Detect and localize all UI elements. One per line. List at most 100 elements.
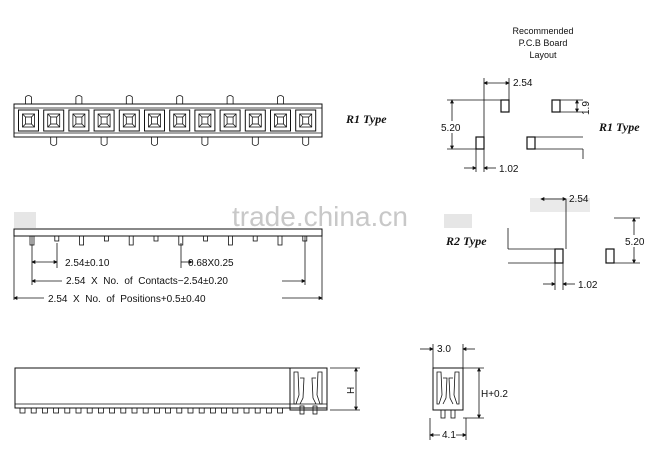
bottom-pin — [201, 137, 209, 146]
bottom-pin — [151, 137, 158, 146]
contact-cell-chamfer — [198, 113, 212, 128]
contact-cell — [144, 109, 165, 132]
watermark: trade.china.cn — [232, 201, 408, 232]
front-view: 2.54±0.10 0.68X0.25 2.54 X No. of Contac… — [13, 212, 323, 305]
front-pin — [227, 235, 233, 246]
contact-cell-chamfer — [274, 113, 287, 128]
top-view-r1 — [13, 95, 323, 146]
top-pin — [75, 95, 83, 104]
dim-r2-height: 5.20 — [625, 237, 645, 248]
contact-cell-chamfer — [72, 113, 86, 128]
side-pin — [277, 407, 284, 414]
bottom-pin — [251, 137, 259, 146]
contact-cell — [93, 109, 115, 132]
pcb-layout-r2: 2.54 5.20 1.02 — [444, 194, 654, 291]
side-pin — [232, 407, 239, 414]
contact-cell-hole — [100, 116, 108, 125]
front-pin — [79, 235, 84, 246]
side-pin — [19, 407, 26, 414]
side-long-view: H — [14, 367, 360, 415]
front-pin-short — [203, 235, 209, 242]
contact-cell-chamfer — [148, 113, 161, 128]
contact-cell-hole — [125, 116, 133, 125]
contact-cell — [118, 109, 140, 132]
side-pin — [42, 407, 48, 414]
contact-cell-hole — [277, 116, 284, 125]
front-pin — [128, 235, 134, 246]
contact-cell-chamfer — [249, 113, 262, 128]
dim-pitch-tol: 2.54±0.10 — [65, 258, 110, 269]
contact-cell — [68, 109, 90, 132]
contact-cell-inner — [122, 113, 136, 128]
contact-cell — [270, 109, 291, 132]
contact-cell-chamfer — [22, 113, 35, 128]
top-pin — [125, 95, 133, 104]
dim-positions-formula: 2.54 X No. of Positions+0.5±0.40 — [48, 294, 206, 305]
front-pin-short — [252, 235, 258, 242]
contact-cell-chamfer — [47, 113, 60, 128]
pcb-layout-r1: 1.9 2.54 5.20 1.02 — [440, 78, 592, 175]
side-pin — [243, 407, 250, 414]
top-pin — [226, 95, 234, 104]
front-pin-short — [104, 235, 109, 242]
side-pin — [86, 407, 93, 414]
dim-r2-pad: 1.02 — [578, 280, 598, 291]
dim-pitch-layout: 2.54 — [513, 78, 533, 89]
side-pin — [187, 407, 194, 414]
svg-text:Layout: Layout — [529, 50, 557, 60]
side-pin — [98, 407, 104, 414]
side-pin — [109, 407, 115, 414]
contact-cell-inner — [22, 113, 35, 128]
dim-pin-size: 0.68X0.25 — [188, 258, 234, 269]
side-pin — [176, 407, 183, 414]
contact-cell-chamfer — [123, 113, 136, 128]
contact-cell-chamfer — [299, 113, 312, 128]
contact-cell — [244, 109, 266, 132]
side-pin — [153, 407, 160, 414]
dim-side-height: H+0.2 — [481, 389, 508, 400]
side-pin — [131, 407, 138, 414]
contact-cell — [219, 109, 241, 132]
bottom-pin — [302, 137, 310, 146]
contact-cell-inner — [148, 113, 161, 128]
dim-height-1-9: 1.9 — [581, 101, 592, 115]
contact-cell-inner — [299, 113, 313, 128]
contact-cell-hole — [75, 116, 83, 125]
contact-cell-inner — [274, 113, 287, 128]
contact-cell-inner — [173, 113, 187, 128]
r1-layout-label: R1 Type — [598, 120, 640, 134]
top-pin — [277, 95, 284, 104]
contact-cell-hole — [151, 116, 158, 125]
front-pin-short — [153, 235, 159, 242]
dim-pad-width: 1.02 — [499, 164, 519, 175]
dim-contacts-formula: 2.54 X No. of Contacts−2.54±0.20 — [66, 276, 228, 287]
svg-text:P.C.B Board: P.C.B Board — [519, 38, 568, 48]
contact-cell-hole — [251, 116, 259, 125]
contact-cell-inner — [47, 113, 61, 128]
bottom-pin — [50, 137, 58, 146]
contact-cell-inner — [72, 113, 86, 128]
dim-side-width: 3.0 — [437, 344, 451, 355]
bottom-pin — [100, 137, 108, 146]
side-pin — [209, 407, 216, 414]
side-pin — [75, 407, 82, 414]
contact-cell-chamfer — [97, 113, 111, 128]
front-pin — [277, 235, 283, 246]
dim-r2-pitch: 2.54 — [569, 194, 589, 205]
end-view: 3.0 H+0.2 4.1 — [420, 344, 508, 441]
contact-cell-inner — [223, 113, 237, 128]
side-pin — [221, 407, 228, 414]
top-pin — [176, 95, 184, 104]
contact-cell-inner — [97, 113, 111, 128]
contact-cell — [295, 109, 317, 132]
pcb-layout-title: Recommended P.C.B Board Layout — [512, 26, 573, 60]
contact-cell-hole — [302, 116, 310, 125]
side-pin — [198, 407, 205, 414]
dim-height-5-20: 5.20 — [441, 123, 461, 134]
dim-front-height: H — [346, 387, 357, 394]
side-pin — [265, 407, 272, 414]
front-pin-short — [54, 235, 60, 242]
side-pin — [53, 407, 59, 414]
contact-cell-inner — [198, 113, 212, 128]
top-pin — [25, 95, 32, 104]
